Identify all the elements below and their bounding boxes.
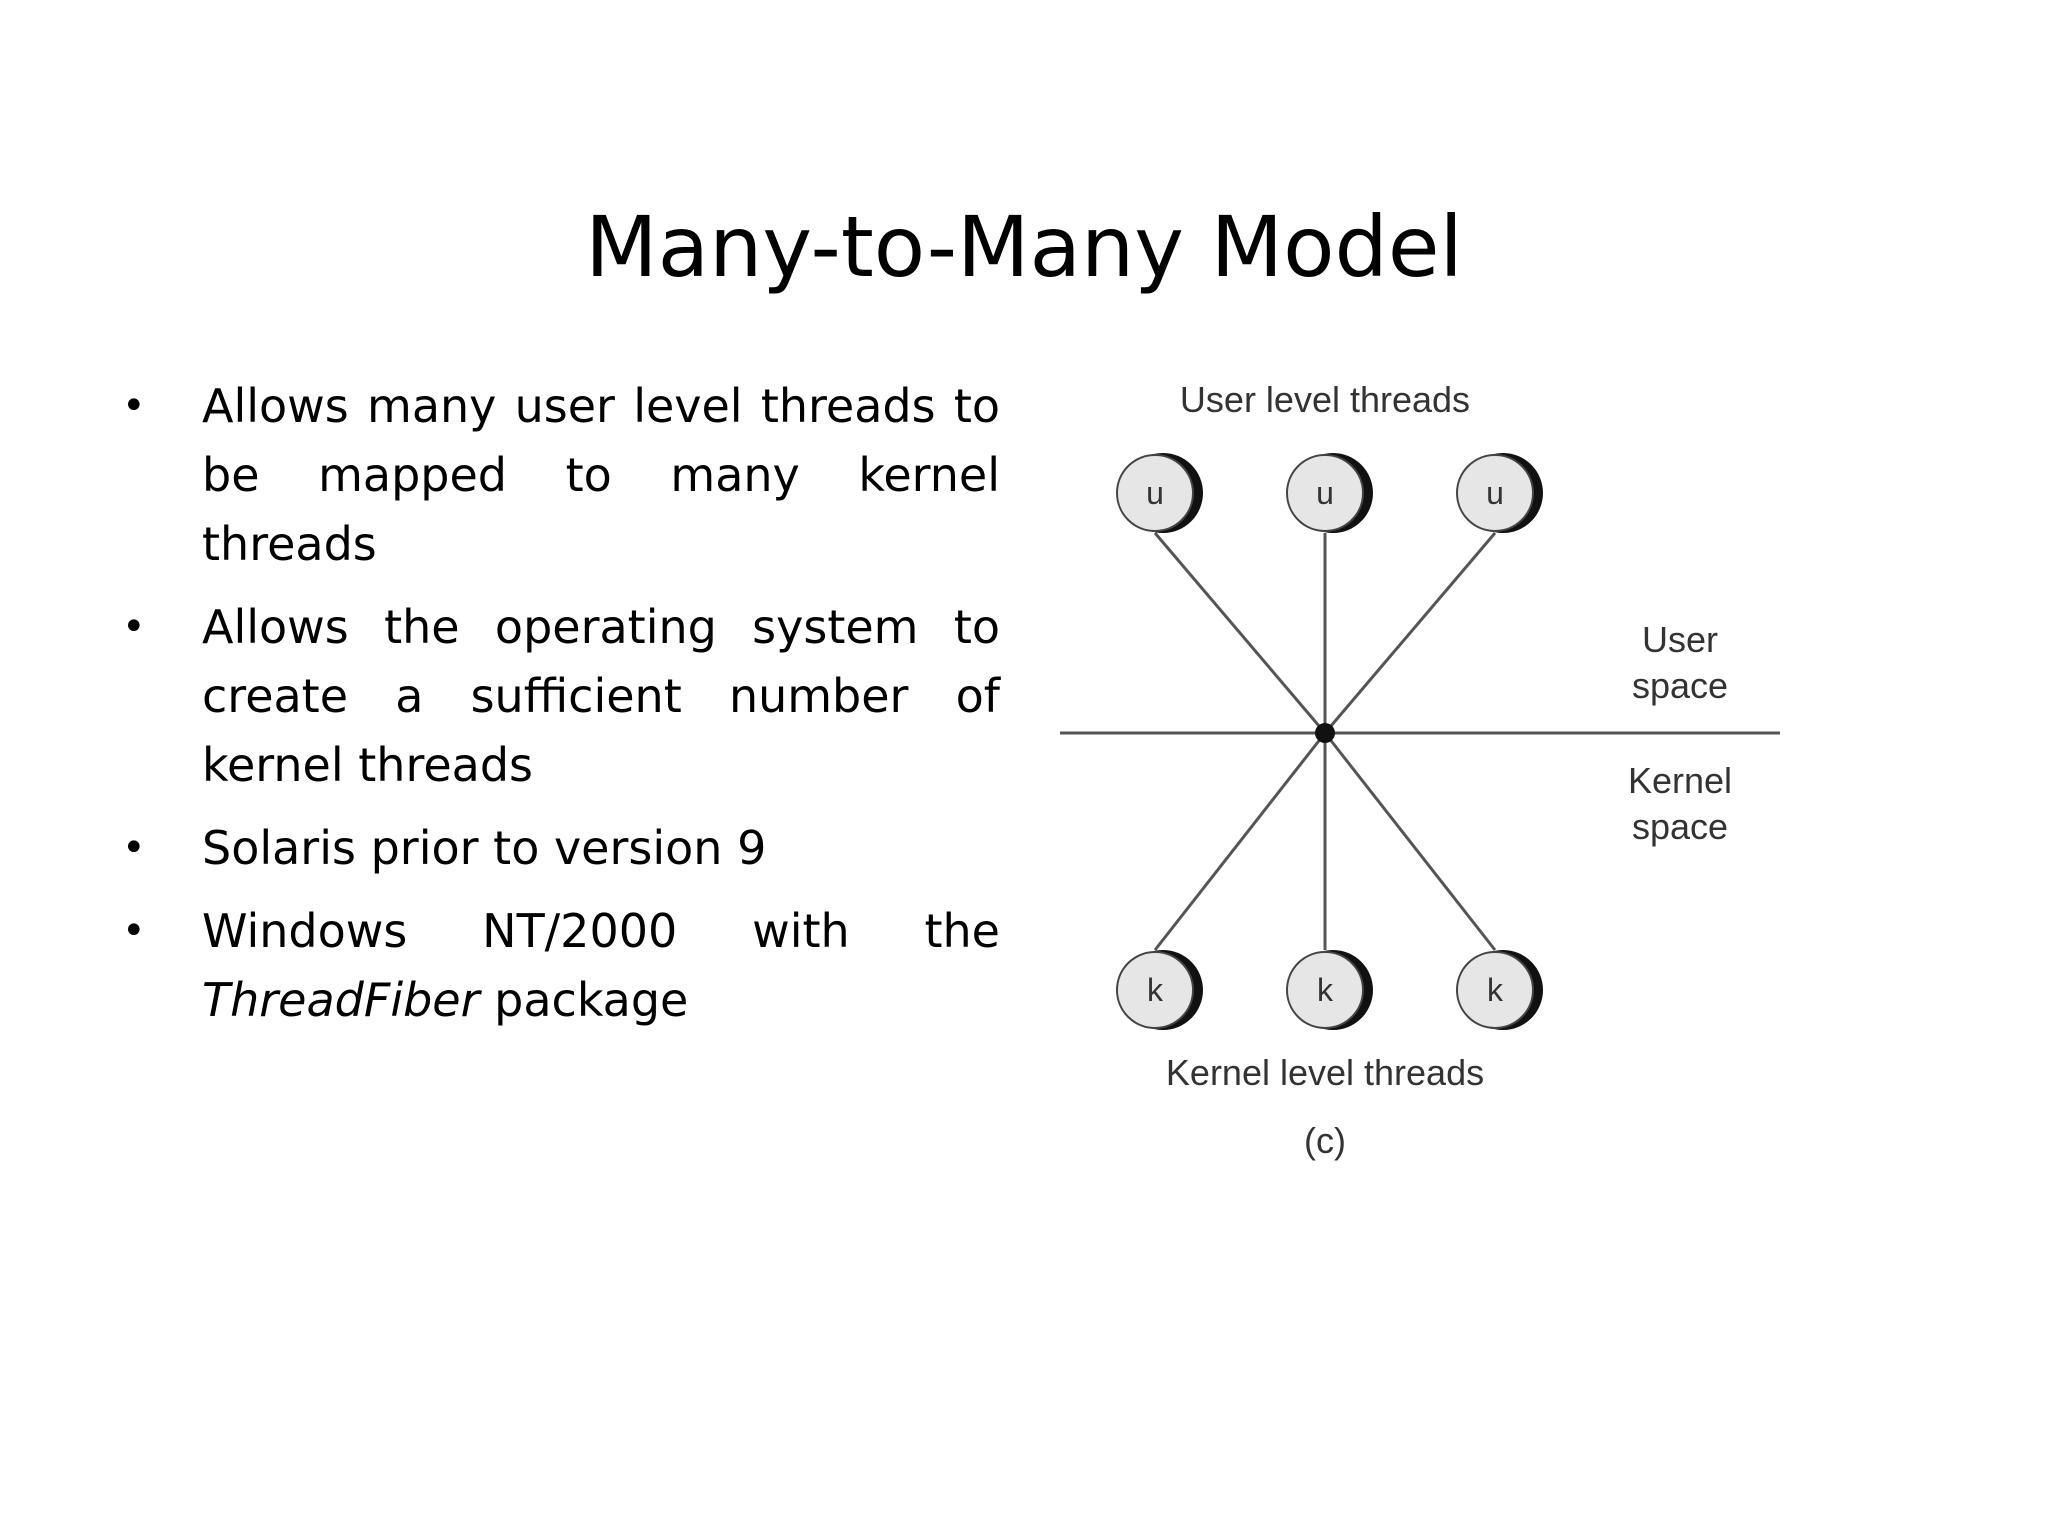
user-thread-node-letter: u <box>1146 475 1164 511</box>
kernel-thread-node: k <box>1456 950 1543 1030</box>
kernel-thread-node-circle <box>1456 951 1534 1029</box>
bullet-dot: • <box>122 908 146 954</box>
user-thread-node-letter: u <box>1486 475 1504 511</box>
user-thread-node-circle <box>1286 454 1364 532</box>
kernel-space-label-line2: space <box>1632 806 1728 847</box>
bullet-dot: • <box>122 604 146 650</box>
many-to-many-diagram: User level threads u u u k k k User space Ke… <box>1060 379 1780 1161</box>
user-thread-node: u <box>1456 453 1543 533</box>
thread-connection-lines <box>1153 532 1497 951</box>
bullet-item: • Solaris prior to version 9 <box>110 814 1000 883</box>
user-thread-node-letter: u <box>1316 475 1334 511</box>
kernel-thread-node: k <box>1286 950 1373 1030</box>
bullet-dot: • <box>122 383 146 429</box>
slide-title: Many-to-Many Model <box>585 198 1463 297</box>
bullet-list: • Allows many user level threads to be m… <box>110 372 1000 1049</box>
user-level-threads-label: User level threads <box>1180 379 1470 420</box>
bullet-text-after: package <box>479 973 689 1027</box>
bullet-dot: • <box>122 825 146 871</box>
user-thread-node: u <box>1116 453 1203 533</box>
user-space-label-line1: User <box>1642 619 1718 660</box>
bullet-text: Allows the operating system to create a … <box>202 600 1000 792</box>
kernel-level-threads-label: Kernel level threads <box>1166 1052 1484 1093</box>
kernel-space-label-line1: Kernel <box>1628 760 1732 801</box>
user-thread-line <box>1153 532 1327 734</box>
kernel-thread-node-circle <box>1116 951 1194 1029</box>
diagram-caption: (c) <box>1304 1120 1346 1161</box>
kernel-thread-node-circle <box>1286 951 1364 1029</box>
user-thread-line <box>1323 532 1497 734</box>
kernel-thread-node-letter: k <box>1487 972 1504 1008</box>
user-space-label-line2: space <box>1632 665 1728 706</box>
bullet-text: Allows many user level threads to be map… <box>202 379 1000 571</box>
kernel-thread-node: k <box>1116 950 1203 1030</box>
junction-dot <box>1315 723 1335 743</box>
bullet-text-before: Windows NT/2000 with the <box>202 904 1000 958</box>
bullet-item: • Allows many user level threads to be m… <box>110 372 1000 579</box>
bullet-text-italic: ThreadFiber <box>202 973 480 1027</box>
user-thread-node: u <box>1286 453 1373 533</box>
kernel-thread-node-letter: k <box>1147 972 1164 1008</box>
user-thread-node-circle <box>1456 454 1534 532</box>
kernel-thread-line <box>1153 732 1327 951</box>
kernel-thread-line <box>1323 732 1497 951</box>
bullet-item: • Windows NT/2000 with the ThreadFiber p… <box>110 897 1000 1035</box>
kernel-thread-node-letter: k <box>1317 972 1334 1008</box>
user-thread-node-circle <box>1116 454 1194 532</box>
bullet-item: • Allows the operating system to create … <box>110 593 1000 800</box>
bullet-text: Solaris prior to version 9 <box>202 821 767 875</box>
